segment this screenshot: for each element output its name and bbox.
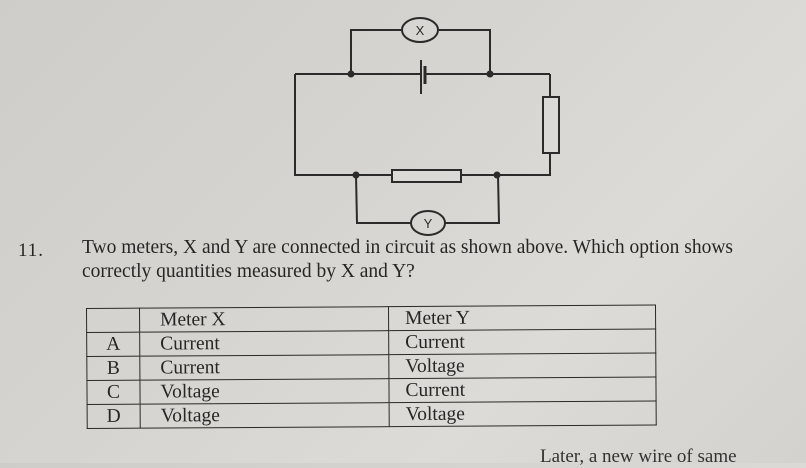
meter-y-value: Voltage	[388, 353, 656, 379]
meter-x-value: Voltage	[139, 378, 390, 405]
header-meter-y: Meter Y	[388, 305, 656, 331]
svg-text:X: X	[416, 23, 425, 38]
option-letter: D	[87, 404, 141, 429]
table-row: C Voltage Current	[86, 377, 657, 405]
table-row: D Voltage Voltage	[87, 401, 657, 429]
meter-y-value: Voltage	[389, 401, 657, 427]
meter-x-value: Current	[139, 330, 389, 357]
option-letter: B	[86, 356, 140, 381]
table-row: B Current Voltage	[86, 353, 656, 381]
resistor-right	[542, 96, 560, 154]
meter-x-value: Current	[139, 354, 389, 381]
meter-y-value: Current	[388, 377, 657, 403]
option-letter: A	[86, 332, 140, 357]
table-row: A Current Current	[86, 329, 656, 357]
option-letter: C	[86, 380, 141, 405]
header-meter-x: Meter X	[139, 306, 389, 333]
question-number: 11.	[18, 240, 45, 261]
svg-text:Y: Y	[424, 216, 433, 231]
circuit-diagram: X Y	[294, 17, 560, 236]
question-text: Two meters, X and Y are connected in cir…	[82, 237, 733, 282]
meter-y-value: Current	[388, 329, 656, 355]
meter-x-symbol	[401, 17, 439, 43]
meter-x-value: Voltage	[140, 402, 390, 429]
resistor-bottom	[391, 169, 462, 183]
table-header-row: Meter X Meter Y	[86, 305, 656, 333]
options-table: Meter X Meter Y A Current Current B Curr…	[86, 305, 657, 429]
next-question-fragment: Later, a new wire of same	[540, 446, 737, 467]
meter-y-symbol	[410, 210, 446, 236]
header-blank	[86, 308, 140, 333]
